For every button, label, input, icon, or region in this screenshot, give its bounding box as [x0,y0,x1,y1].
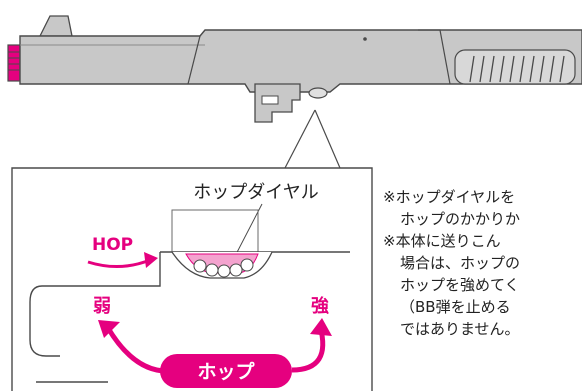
gear-circle [240,258,254,272]
gear-circle [193,259,207,273]
slide-serrations [454,49,576,85]
hop-dial-small [308,87,328,99]
callout-line-right [314,109,341,169]
arrow-head-strong [310,318,332,336]
chamber-outline [29,252,161,357]
hop-dial-label: ホップダイヤル [193,182,318,203]
pistol-slide [7,15,582,123]
weak-label: 弱 [93,296,111,317]
note-line: ではありません。 [400,320,520,338]
note-line: （BB弾を止める [400,298,511,316]
note-line: 場合は、ホップの [400,254,521,272]
callout-line-left [284,109,316,169]
strong-label: 強 [311,295,329,317]
arrow-head-weak [98,320,120,338]
hop-pill [160,354,292,388]
gear-circle [205,263,219,277]
gear-circle [217,264,231,278]
note-line: ホップのかかりか [400,210,521,228]
gear-circle [229,263,243,277]
note-line: ※ホップダイヤルを [383,188,516,206]
hop-arrow-head [144,252,158,268]
hop-pill-label: ホップ [197,360,255,383]
note-feeding: ※本体に送りこん 場合は、ホップの ホップを強めてく （BB弾を止める ではあり… [383,230,520,340]
hop-text: HOP [92,235,133,255]
note-line: ※本体に送りこん [383,232,501,250]
callout-box: ホップダイヤル HOP 弱 強 ホップ [11,167,373,391]
note-hop-dial: ※ホップダイヤルを ホップのかかりか [383,186,520,230]
front-sight [38,15,73,37]
slide-end-cap [7,44,21,82]
hop-arrow [87,258,151,269]
note-line: ホップを強めてく [400,276,520,294]
